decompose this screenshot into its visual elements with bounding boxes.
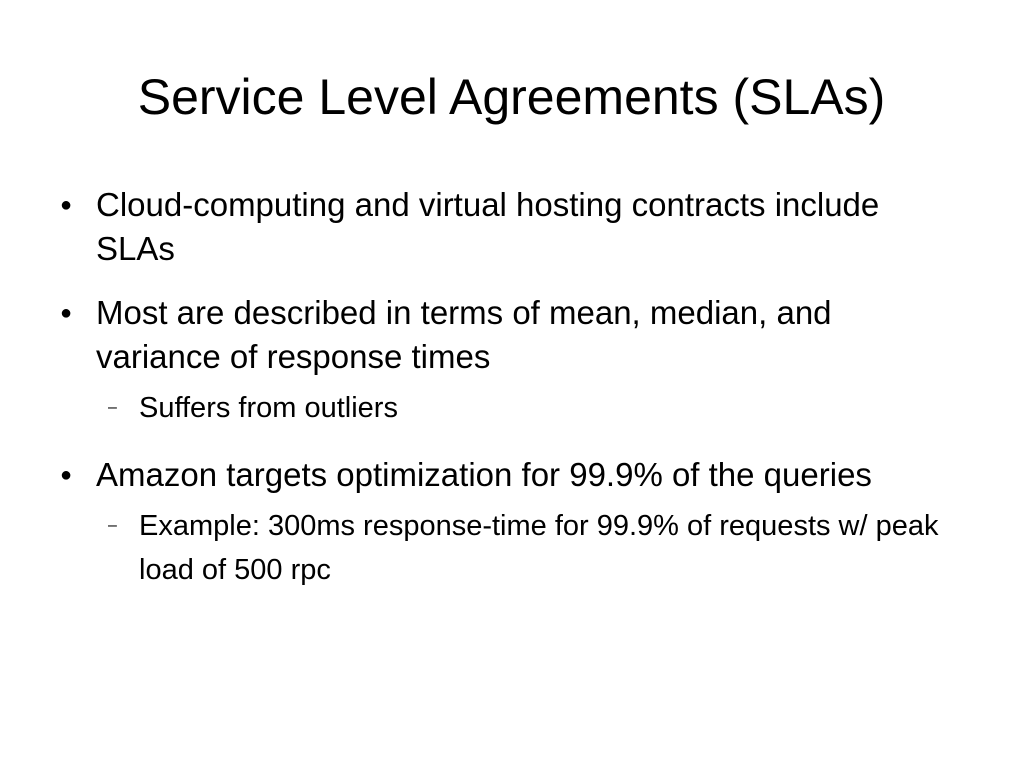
dash-marker-icon: –	[108, 399, 117, 416]
bullet-text: Cloud-computing and virtual hosting cont…	[96, 186, 880, 267]
bullet-text: Most are described in terms of mean, med…	[96, 294, 832, 375]
bullet-text: Amazon targets optimization for 99.9% of…	[96, 456, 872, 493]
bullet-marker-icon: ●	[60, 302, 73, 324]
bullet-item: ● Most are described in terms of mean, m…	[60, 291, 960, 379]
sub-bullet-item: – Suffers from outliers	[60, 386, 960, 430]
sub-bullet-text: Suffers from outliers	[139, 392, 398, 424]
dash-marker-icon: –	[108, 517, 117, 534]
bullet-item: ● Cloud-computing and virtual hosting co…	[60, 183, 960, 271]
bullet-item: ● Amazon targets optimization for 99.9% …	[60, 453, 960, 497]
slide-title: Service Level Agreements (SLAs)	[137, 69, 886, 125]
sub-bullet-text: Example: 300ms response-time for 99.9% o…	[139, 510, 939, 586]
sub-bullet-item: – Example: 300ms response-time for 99.9%…	[60, 504, 960, 592]
bullet-marker-icon: ●	[60, 464, 73, 486]
bullet-list: ● Cloud-computing and virtual hosting co…	[60, 183, 960, 615]
bullet-marker-icon: ●	[60, 194, 73, 216]
